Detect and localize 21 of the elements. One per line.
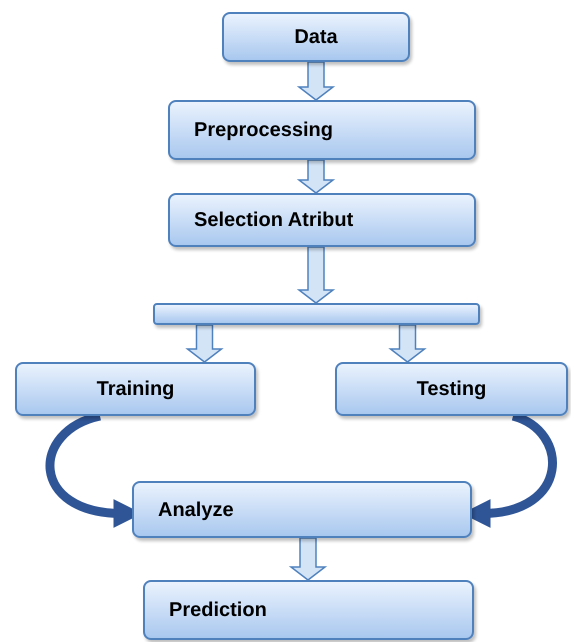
node-label: Selection Atribut [194, 208, 354, 233]
block-arrow [388, 324, 427, 363]
node-label: Analyze [158, 498, 234, 522]
block-arrow [296, 159, 336, 194]
process-box [335, 362, 568, 416]
block-arrow [296, 246, 336, 304]
process-box [168, 193, 476, 247]
node-label: Training [96, 377, 174, 402]
process-box [143, 580, 474, 640]
node-label: Prediction [169, 598, 267, 623]
block-arrow [288, 537, 328, 581]
process-box [15, 362, 256, 416]
node-label: Preprocessing [194, 118, 333, 143]
block-arrow [296, 61, 336, 101]
node-label: Testing [416, 377, 486, 402]
node-label: Data [294, 25, 338, 50]
process-box [132, 481, 472, 538]
block-arrow [185, 324, 224, 363]
splitter-bar [153, 303, 480, 325]
process-box [168, 100, 476, 160]
process-box [222, 12, 410, 62]
